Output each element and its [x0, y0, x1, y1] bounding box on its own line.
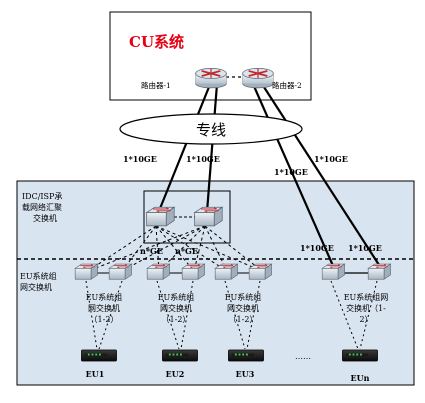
- more-servers-ellipsis: ……: [295, 352, 311, 361]
- link-r1-agg1: [157, 81, 213, 212]
- eu-server-links: [85, 280, 378, 350]
- link-label-d: 1*10GE: [314, 154, 348, 164]
- eu-group-3-line2: 网交换机: [227, 303, 259, 313]
- eu1-label: EU1: [86, 369, 105, 379]
- link-r2-eun-switch1: [251, 83, 336, 269]
- eu-group-1-switch-a-icon: [74, 263, 98, 280]
- nge-right-label: n*GE: [175, 246, 198, 256]
- eu3-label: EU3: [236, 369, 255, 379]
- agg-switch-2-icon: [194, 206, 223, 227]
- eu-area-label-line2: 网交换机: [20, 282, 52, 292]
- link-label-e: 1*10GE: [300, 243, 334, 253]
- eu-group-3-switch-a-icon: [214, 263, 238, 280]
- eu-group-2-line1: EU系统组: [158, 292, 195, 302]
- eu-group-n-line3: 2）: [359, 315, 372, 324]
- eu-group-n-line1: EU系统组网: [344, 292, 389, 302]
- agg-label-line3: 交换机: [33, 213, 57, 223]
- cu-system-title: CU系统: [129, 33, 184, 51]
- eu-group-3-line1: EU系统组: [225, 292, 262, 302]
- eu1-server-icon: [80, 349, 118, 362]
- agg-switch-1-icon: [146, 206, 175, 227]
- dedicated-line-label: 专线: [196, 121, 226, 139]
- eu3-server-icon: [227, 349, 265, 362]
- eu-group-n-switch-a-icon: [321, 263, 345, 280]
- eu-group-1-switch-b-icon: [108, 263, 132, 280]
- eu-group-1-line3: （1-2）: [90, 315, 119, 324]
- eu-group-2-switch-a-icon: [146, 263, 170, 280]
- eun-server-icon: [341, 349, 379, 362]
- link-capacity-labels: 1*10GE 1*10GE 1*10GE 1*10GE 1*10GE 1*10G…: [123, 154, 382, 253]
- eu-group-2-line2: 网交换机: [160, 303, 192, 313]
- link-r2-eun-switch2: [261, 83, 382, 269]
- eun-label: EUn: [351, 373, 370, 383]
- router-2-icon: [241, 67, 275, 89]
- eu-group-2-switch-b-icon: [181, 263, 205, 280]
- eu-group-labels: EU系统组 网交换机 （1-2） EU系统组 网交换机 （1-2） EU系统组 …: [86, 292, 389, 324]
- router-2-label: 路由器-2: [272, 80, 302, 90]
- router-1-label: 路由器-1: [141, 80, 171, 90]
- eu-group-3-line3: （1-2）: [229, 315, 258, 324]
- trunk-links: [157, 81, 382, 269]
- nge-links: [87, 225, 263, 272]
- dedicated-line-cloud: [119, 113, 303, 145]
- agg-label-line2: 载网络汇聚: [22, 202, 62, 212]
- eu-group-n-line2: 交换机（1-: [346, 303, 386, 313]
- eu-group-2-line3: （1-2）: [162, 315, 191, 324]
- eu-group-1-line2: 网交换机: [88, 303, 120, 313]
- link-label-f: 1*10GE: [348, 243, 382, 253]
- link-r1-agg2: [205, 83, 219, 213]
- eu-group-1-line1: EU系统组: [86, 292, 123, 302]
- eu-group-n-switch-b-icon: [367, 263, 391, 280]
- agg-label-line1: IDC/ISP承: [22, 192, 62, 201]
- nge-left-label: n*GE: [140, 246, 163, 256]
- eu2-label: EU2: [166, 369, 185, 379]
- link-label-a: 1*10GE: [123, 154, 157, 164]
- router-1-icon: [194, 67, 228, 89]
- link-label-b: 1*10GE: [186, 154, 220, 164]
- eu-area-label-line1: EU系统组: [20, 271, 57, 281]
- eu2-server-icon: [161, 349, 199, 362]
- eu-group-3-switch-b-icon: [248, 263, 272, 280]
- link-label-c: 1*10GE: [274, 167, 308, 177]
